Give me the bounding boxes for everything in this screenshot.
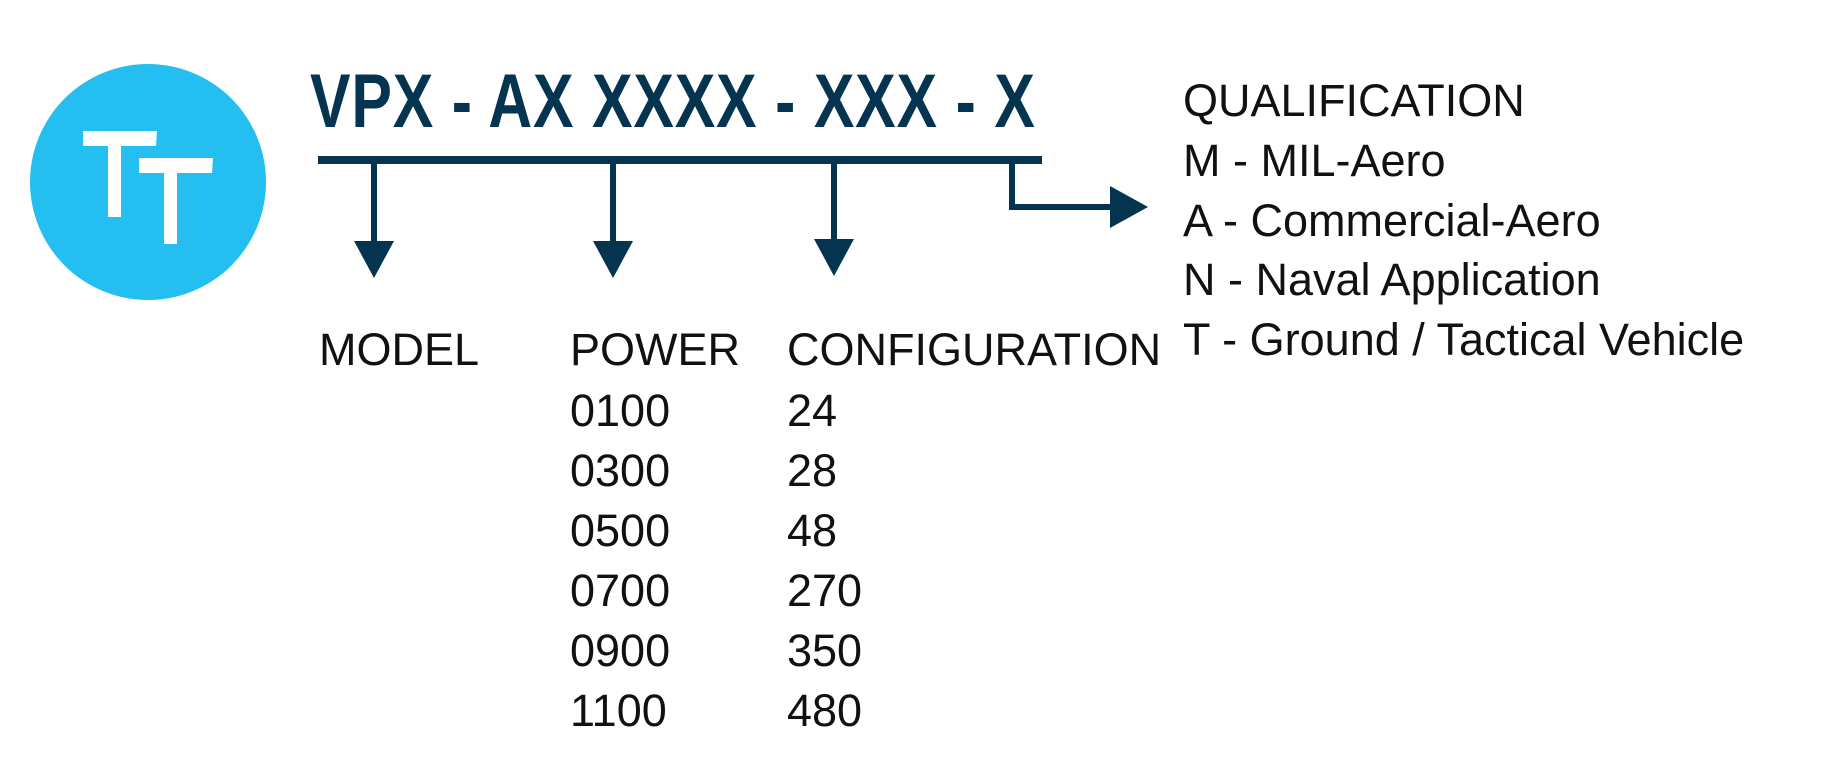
power-value: 0100 bbox=[570, 385, 671, 436]
qualification-arrow-icon bbox=[1110, 186, 1148, 228]
power-arrow-icon bbox=[593, 241, 633, 278]
qualification-value: M - MIL-Aero bbox=[1183, 135, 1446, 186]
configuration-value: 48 bbox=[787, 505, 838, 556]
configuration-connector bbox=[831, 160, 837, 242]
configuration-value: 270 bbox=[787, 565, 863, 616]
model-label: MODEL bbox=[319, 324, 480, 375]
qualification-connector-horizontal bbox=[1009, 204, 1116, 210]
model-arrow-icon bbox=[354, 241, 394, 278]
power-value: 0500 bbox=[570, 505, 671, 556]
power-value: 0300 bbox=[570, 445, 671, 496]
configuration-value: 480 bbox=[787, 685, 863, 736]
company-logo bbox=[30, 64, 266, 300]
configuration-label: CONFIGURATION bbox=[787, 324, 1162, 375]
configuration-arrow-icon bbox=[814, 239, 854, 276]
bus-line bbox=[318, 156, 1042, 164]
power-value: 1100 bbox=[570, 685, 667, 736]
configuration-value: 28 bbox=[787, 445, 838, 496]
power-value: 0700 bbox=[570, 565, 671, 616]
configuration-value: 350 bbox=[787, 625, 863, 676]
power-value: 0900 bbox=[570, 625, 671, 676]
qualification-label: QUALIFICATION bbox=[1183, 75, 1525, 126]
qualification-value: A - Commercial-Aero bbox=[1183, 194, 1601, 246]
part-number-format: VPX - AX XXXX - XXX - X bbox=[310, 59, 1036, 144]
qualification-connector bbox=[1009, 160, 1015, 210]
tt-logo-icon bbox=[30, 64, 266, 300]
qualification-value: N - Naval Application bbox=[1183, 254, 1601, 305]
power-connector bbox=[610, 160, 616, 244]
qualification-value: T - Ground / Tactical Vehicle bbox=[1183, 313, 1745, 365]
configuration-value: 24 bbox=[787, 385, 838, 436]
model-connector bbox=[371, 160, 377, 244]
power-label: POWER bbox=[570, 324, 741, 375]
